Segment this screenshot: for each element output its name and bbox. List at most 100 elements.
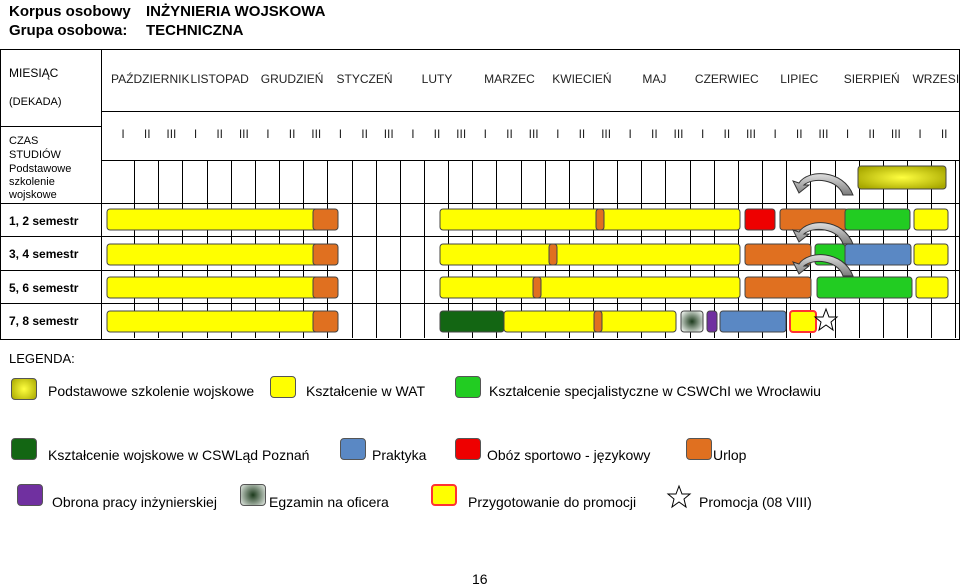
group-value: TECHNICZNA — [146, 22, 244, 39]
semester-label: 3, 4 semestr — [9, 247, 79, 261]
group-label: Grupa osobowa: — [9, 22, 128, 39]
legend-label-spec: Kształcenie specjalistyczne w CSWChI we … — [489, 383, 821, 399]
row-divider-1 — [0, 203, 959, 204]
semester-label: 5, 6 semestr — [9, 281, 79, 295]
bar-wat — [106, 208, 338, 231]
legend-title: LEGENDA: — [9, 351, 75, 366]
decade-header: I — [845, 127, 850, 141]
legend-label-promo: Promocja (08 VIII) — [699, 494, 812, 510]
decade-header: I — [556, 127, 560, 141]
decade-gridline — [351, 160, 353, 338]
decade-header: III — [383, 127, 394, 141]
decade-header: II — [868, 127, 876, 141]
legend-swatch-wat — [270, 376, 296, 398]
decade-header: II — [361, 127, 368, 141]
legend-swatch-exam — [240, 484, 266, 506]
legend-label-leave: Urlop — [713, 447, 747, 463]
decade-header: I — [918, 127, 922, 141]
month-header: STYCZEŃ — [336, 72, 393, 86]
legend-star-icon — [666, 484, 692, 509]
semester-label: 7, 8 semestr — [9, 314, 79, 328]
decade-header: II — [216, 127, 223, 141]
legend-label-wat: Kształcenie w WAT — [306, 383, 426, 399]
bar-leave — [744, 276, 812, 299]
bar-camp — [744, 208, 776, 231]
row-divider-3 — [0, 270, 959, 271]
bar-leave — [312, 310, 339, 333]
bar-leave — [595, 208, 605, 231]
month-header: MAJ — [642, 72, 667, 86]
month-header: WRZESIEŃ — [912, 72, 960, 86]
bar-leave — [312, 243, 339, 266]
legend-swatch-practice — [340, 438, 366, 460]
legend-label-practice: Praktyka — [372, 447, 427, 463]
decade-header: III — [311, 127, 322, 141]
decade-header: III — [166, 127, 177, 141]
page-number: 16 — [472, 571, 488, 587]
month-header: LISTOPAD — [190, 72, 249, 86]
decade-header: III — [238, 127, 249, 141]
bar-leave — [548, 243, 558, 266]
decade-gridline — [423, 160, 425, 338]
legend-swatch-leave — [686, 438, 712, 460]
legend-label-promoprep: Przygotowanie do promocji — [468, 494, 637, 510]
bar-wat — [106, 243, 338, 266]
decade-header: I — [266, 127, 270, 141]
decade-header: II — [651, 127, 658, 141]
decade-gridline — [955, 160, 957, 338]
bar-wat — [913, 208, 949, 231]
decade-header: II — [940, 127, 948, 141]
decade-header: I — [628, 127, 632, 141]
bar-leave — [593, 310, 603, 333]
legend-label-land: Kształcenie wojskowe w CSWLąd Poznań — [48, 447, 310, 463]
row-divider-4 — [0, 303, 959, 304]
bar-leave — [532, 276, 542, 299]
month-row-label: MIESIĄC — [9, 66, 59, 80]
curved-arrow-icon — [792, 222, 854, 245]
decade-header: II — [795, 127, 803, 141]
month-header: GRUDZIEŃ — [260, 72, 324, 86]
bar-spec — [816, 276, 913, 299]
decade-header: III — [456, 127, 467, 141]
curved-arrow-icon — [792, 173, 854, 196]
bar-leave — [744, 243, 812, 266]
decade-header: III — [745, 127, 756, 141]
decade-header: I — [338, 127, 343, 141]
label-column-divider — [101, 49, 102, 339]
basic-training-row-label: Podstawowe szkolenie wojskowe — [9, 163, 72, 201]
legend-swatch-promoprep — [431, 484, 457, 506]
legend-label-basic: Podstawowe szkolenie wojskowe — [48, 383, 255, 399]
corps-value: INŻYNIERIA WOJSKOWA — [146, 3, 326, 20]
header-divider-3 — [101, 160, 959, 161]
month-header: LIPIEC — [780, 72, 819, 86]
decade-header: III — [818, 127, 829, 141]
decade-row-label: (DEKADA) — [9, 96, 62, 108]
decade-header: II — [723, 127, 731, 141]
bar-land — [439, 310, 505, 333]
legend-swatch-camp — [455, 438, 481, 460]
bar-wat — [915, 276, 949, 299]
bar-wat — [106, 276, 338, 299]
row-divider-2 — [0, 236, 959, 237]
decade-header: II — [433, 127, 441, 141]
bar-exam — [680, 310, 704, 333]
bar-spec — [844, 208, 911, 231]
decade-header: III — [890, 127, 901, 141]
bar-practice — [844, 243, 912, 266]
decade-header: I — [121, 127, 125, 141]
bar-wat — [439, 208, 741, 231]
bar-wat — [503, 310, 677, 333]
study-time-label: CZAS STUDIÓW — [9, 135, 61, 161]
bar-defense — [706, 310, 718, 333]
legend-label-camp: Obóz sportowo - językowy — [487, 447, 651, 463]
decade-gridline — [399, 160, 401, 338]
bar-basic-training — [857, 165, 947, 190]
bar-leave — [312, 276, 339, 299]
decade-header: III — [673, 127, 684, 141]
bar-promoprep — [789, 310, 817, 333]
decade-header: III — [528, 127, 539, 141]
legend-swatch-defense — [17, 484, 43, 506]
corps-label: Korpus osobowy — [9, 3, 131, 20]
bar-practice — [719, 310, 787, 333]
month-header: SIERPIEŃ — [843, 72, 900, 86]
